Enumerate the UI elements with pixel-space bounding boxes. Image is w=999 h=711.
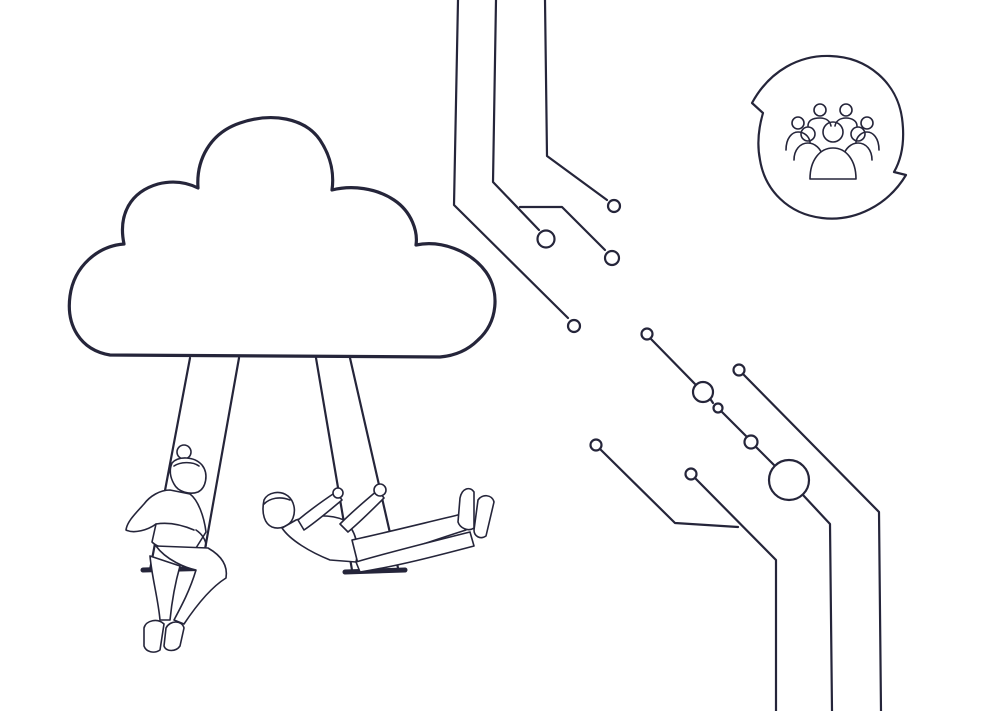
- team-people-icon: [785, 103, 880, 180]
- circuit-node-k: [589, 438, 603, 452]
- circuit-trace-b: [491, 0, 541, 232]
- circuit-node-g: [712, 402, 724, 414]
- circuit-node-c: [603, 249, 621, 267]
- circuit-node-d: [606, 198, 622, 214]
- cloud-icon: [67, 116, 497, 359]
- circuit-trace-d: [543, 0, 609, 202]
- circuit-trace-l: [693, 476, 778, 711]
- man-figure: [262, 483, 495, 573]
- circuit-trace-i: [801, 493, 834, 711]
- circuit-trace-c: [518, 205, 607, 252]
- team-badge-outline: [750, 54, 908, 220]
- left-swing-rope-inner: [200, 356, 241, 568]
- team-badge: [750, 54, 908, 220]
- woman-figure: [125, 444, 228, 653]
- circuit-trace-e: [649, 337, 697, 386]
- circuit-node-j: [732, 363, 746, 377]
- circuit-trace-g: [720, 410, 748, 438]
- circuit-trace-a: [452, 0, 570, 320]
- circuit-node-i: [767, 458, 811, 502]
- circuit-trace-h: [754, 445, 777, 468]
- circuit-trace-k: [598, 447, 740, 529]
- circuit-node-h: [743, 434, 759, 450]
- circuit-trace-j: [741, 372, 883, 711]
- circuit-trace-f: [709, 398, 715, 405]
- circuit-node-e: [640, 327, 654, 341]
- circuit-node-f: [691, 380, 715, 404]
- circuit-node-a: [566, 318, 582, 334]
- circuit-node-l: [684, 467, 698, 481]
- circuit-node-b: [536, 229, 556, 249]
- right-swing-seat: [342, 567, 408, 575]
- circuit-trace-icon: [452, 0, 883, 711]
